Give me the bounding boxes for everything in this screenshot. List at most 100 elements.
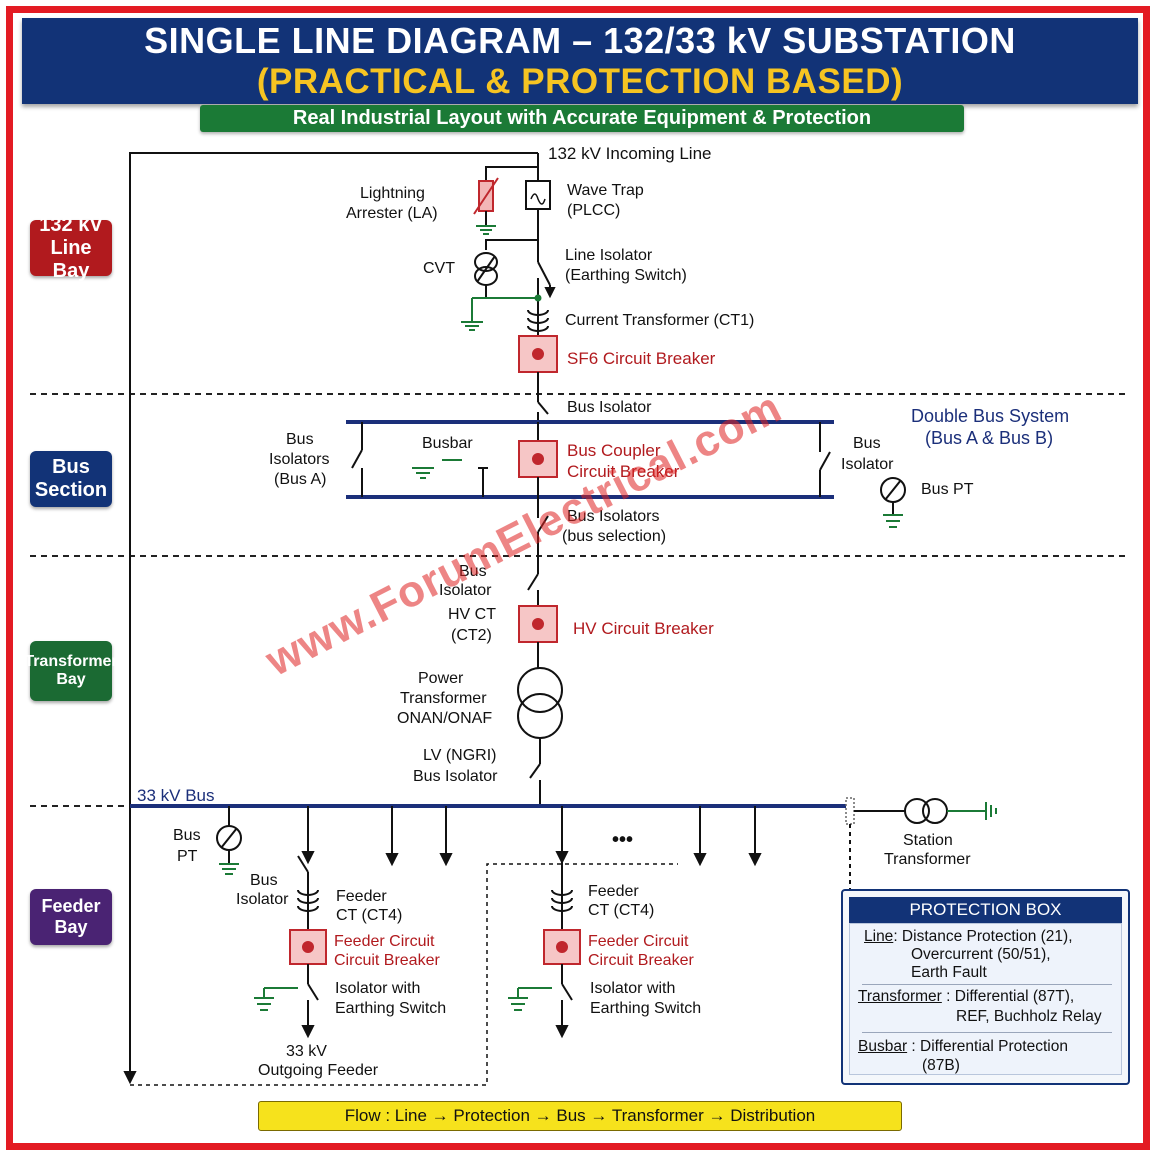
prot-busbar-text-2: (87B)	[922, 1057, 960, 1074]
label-tx-bus-isolator-2: Isolator	[439, 582, 492, 599]
label-bus33: 33 kV Bus	[137, 786, 215, 805]
prot-line-key: Line	[864, 928, 894, 945]
label-power-tx-1: Power	[418, 670, 464, 687]
label-bus-pt-right: Bus PT	[921, 481, 974, 498]
label-la-2: Arrester (LA)	[346, 205, 438, 222]
label-feeder2-breaker-1: Feeder Circuit	[588, 933, 689, 950]
badge-tx-2: Bay	[56, 671, 86, 688]
prot-transformer-text-1: : Differential (87T),	[941, 988, 1075, 1005]
prot-busbar-row: Busbar : Differential Protection	[858, 1038, 1068, 1056]
prot-line-text-2: Overcurrent (50/51),	[911, 946, 1051, 963]
bus-a-isolator-icon	[351, 449, 363, 469]
prot-busbar-text-1: : Differential Protection	[907, 1038, 1068, 1055]
earth-icon	[461, 321, 483, 331]
wave-trap-icon	[525, 180, 551, 210]
label-bus-isolators-a-3: (Bus A)	[274, 471, 326, 488]
label-ct1: Current Transformer (CT1)	[565, 312, 754, 329]
bus-right-isolator-icon	[819, 451, 831, 471]
protection-box-body: Line: Distance Protection (21), Overcurr…	[849, 923, 1122, 1075]
title-line-2: (PRACTICAL & PROTECTION BASED)	[256, 62, 904, 101]
label-feeder-bus-isolator-2: Isolator	[236, 891, 289, 908]
badge-feeder-1: Feeder	[41, 896, 101, 917]
label-feeder1-breaker-1: Feeder Circuit	[334, 933, 435, 950]
label-la-1: Lightning	[360, 185, 425, 202]
bus-pt-icon	[880, 477, 906, 503]
prot-line-row: Line: Distance Protection (21),	[864, 928, 1073, 946]
line-bay-equipment	[461, 153, 558, 396]
label-feeder2-isolator-1: Isolator with	[590, 980, 675, 997]
protection-box-title: PROTECTION BOX	[849, 897, 1122, 923]
label-bus-coupler-2: Circuit Breaker	[567, 462, 680, 481]
label-station-tx-2: Transformer	[884, 851, 971, 868]
label-wave-trap-2: (PLCC)	[567, 202, 620, 219]
label-incoming-line: 132 kV Incoming Line	[548, 144, 712, 163]
earth-icon	[476, 225, 496, 235]
label-double-bus-2: (Bus A & Bus B)	[925, 428, 1053, 448]
station-transformer-icon	[904, 798, 948, 824]
prot-separator	[862, 984, 1112, 985]
badge-line-2: Line Bay	[50, 236, 92, 282]
label-bus-sel-2: (bus selection)	[562, 528, 666, 545]
label-bus-isolators-a-2: Isolators	[269, 451, 329, 468]
label-hv-breaker: HV Circuit Breaker	[573, 619, 714, 638]
label-lv-isolator-1: LV (NGRI)	[423, 747, 496, 764]
earth-icon	[219, 863, 239, 875]
power-transformer-icon	[517, 667, 563, 739]
label-feeder-bus-pt-2: PT	[177, 848, 198, 865]
label-bus-isolator-right-2: Isolator	[841, 456, 894, 473]
label-outgoing-1: 33 kV	[286, 1043, 327, 1060]
badge-tx-1: Transformer	[24, 652, 118, 670]
label-bus-coupler-1: Bus Coupler	[567, 441, 661, 460]
label-feeder-bus-isolator-1: Bus	[250, 872, 278, 889]
label-outgoing-2: Outgoing Feeder	[258, 1062, 379, 1079]
earth-icon	[883, 514, 903, 528]
feeder-bus-pt-icon	[216, 825, 242, 851]
earth-icon	[254, 997, 274, 1011]
earth-icon	[508, 997, 528, 1011]
earth-icon	[412, 467, 434, 479]
incoming-return-line	[129, 152, 538, 1080]
label-cvt: CVT	[423, 260, 455, 277]
feeder1-breaker-icon	[289, 929, 327, 965]
outgoing-arrows	[385, 806, 762, 867]
label-power-tx-3: ONAN/ONAF	[397, 710, 492, 727]
label-bus-isolator-right-1: Bus	[853, 435, 881, 452]
section-dividers	[30, 393, 1130, 807]
badge-bus-2: Section	[34, 479, 108, 501]
lv-isolator-icon	[529, 763, 541, 779]
transformer-bay-equipment	[517, 556, 563, 806]
label-sf6-breaker: SF6 Circuit Breaker	[567, 349, 716, 368]
label-feeder1-ct-1: Feeder	[336, 888, 387, 905]
down-arrow-icon	[123, 1071, 137, 1085]
label-bus-isolator-top: Bus Isolator	[567, 399, 652, 416]
prot-line-text-1: : Distance Protection (21),	[893, 928, 1073, 945]
protection-box: PROTECTION BOX Line: Distance Protection…	[841, 889, 1130, 1085]
label-ellipsis: •••	[612, 829, 633, 851]
tx-bus-isolator-icon	[527, 573, 539, 591]
bus-section-equipment	[346, 396, 906, 556]
feeder1-isolator-icon	[307, 983, 319, 1001]
red-frame	[6, 6, 1150, 1150]
label-double-bus-1: Double Bus System	[911, 406, 1069, 426]
prot-transformer-text-2: REF, Buchholz Relay	[956, 1008, 1102, 1025]
label-feeder2-ct-1: Feeder	[588, 883, 639, 900]
label-bus-isolators-a-1: Bus	[286, 431, 314, 448]
feeder-region-outline	[130, 863, 678, 1086]
badge-line-1: 132 kV	[39, 213, 103, 236]
cvt-icon	[474, 252, 498, 286]
label-feeder1-breaker-2: Circuit Breaker	[334, 952, 440, 969]
prot-busbar-key: Busbar	[858, 1038, 908, 1055]
line-isolator-switch-icon	[537, 261, 551, 286]
label-station-tx-1: Station	[903, 832, 953, 849]
bus33-system	[130, 797, 997, 1086]
label-bus-sel-1: Bus Isolators	[567, 508, 659, 525]
label-tx-bus-isolator-1: Bus	[459, 563, 487, 580]
label-feeder1-isolator-1: Isolator with	[335, 980, 420, 997]
label-line-isolator-2: (Earthing Switch)	[565, 267, 687, 284]
earth-icon	[985, 802, 997, 820]
